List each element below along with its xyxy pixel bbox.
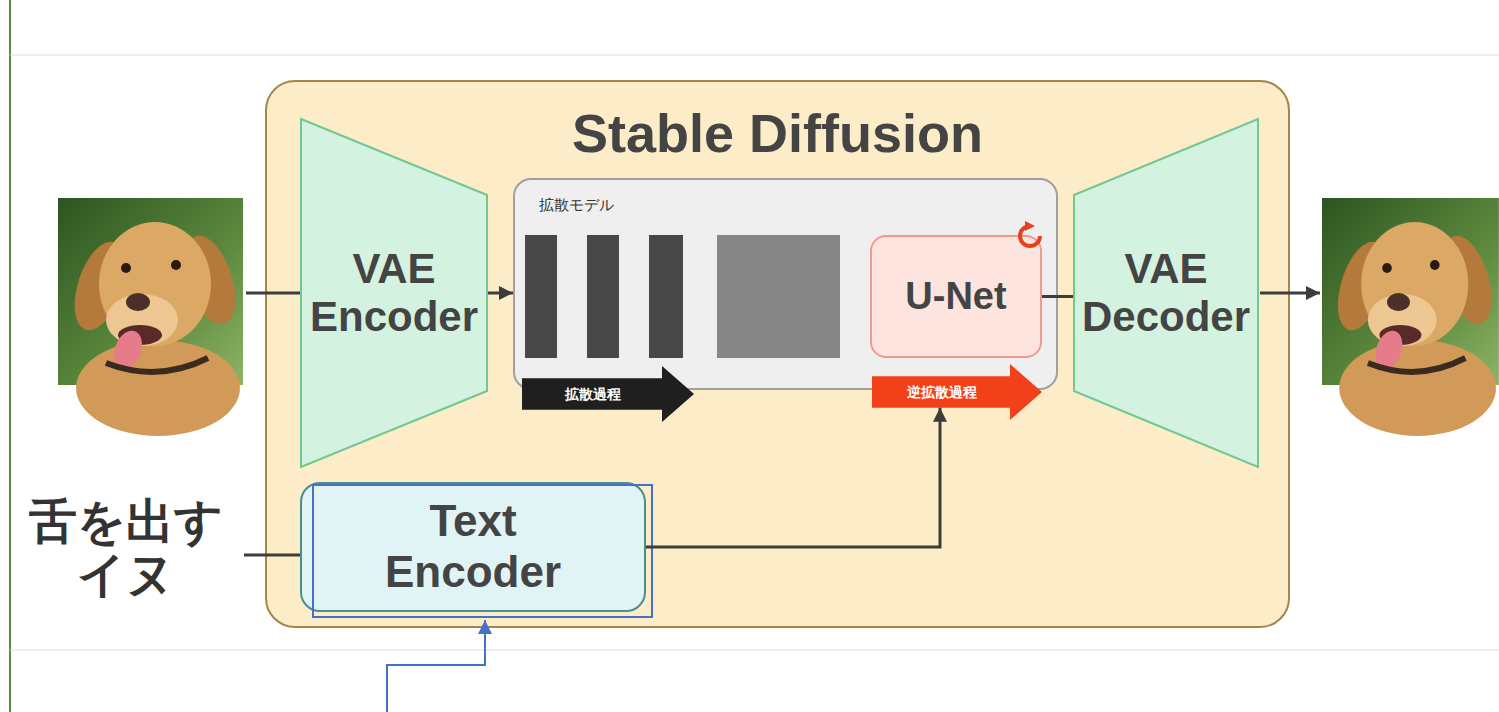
- process-arrow-shape: [872, 364, 1042, 420]
- node-text: VAE Encoder: [304, 245, 484, 342]
- page-rule: [9, 0, 11, 712]
- noise-image: [717, 235, 840, 358]
- node-text: Text Encoder: [373, 496, 573, 597]
- node-text: Stable Diffusion: [572, 102, 983, 164]
- model-box: 拡散モデル U-Net: [513, 178, 1058, 390]
- system-frame: Stable DiffusionVAE Encoder 拡散モデル U-Net 拡散過…: [265, 80, 1290, 628]
- highlight-frame: [313, 485, 652, 617]
- process-arrow-shape: [522, 366, 694, 422]
- process-arrow: 拡散過程: [522, 366, 694, 422]
- decoder-block-shape: [1074, 119, 1258, 467]
- encoder-block-shape: [301, 119, 487, 467]
- flow-connector: [1042, 295, 1073, 298]
- pointer-arrow: [387, 620, 485, 712]
- decoder-block: VAE Decoder: [1073, 118, 1259, 468]
- page-rule: [10, 55, 1499, 56]
- dog-photo: [58, 198, 245, 436]
- prompt-text: 舌を出す イヌ: [20, 496, 231, 602]
- latent-bar: [587, 235, 619, 358]
- output-arrow: [1260, 292, 1320, 295]
- flow-connector: [488, 292, 513, 295]
- flow-connector: [646, 408, 940, 547]
- encoder-block: VAE Encoder: [300, 118, 488, 468]
- page-rule: [10, 650, 1499, 651]
- dog-photo: [1322, 198, 1499, 436]
- latent-bar: [649, 235, 683, 358]
- process-arrow: 逆拡散過程: [872, 364, 1042, 420]
- loop-icon: [1020, 226, 1040, 246]
- node-text: VAE Decoder: [1076, 245, 1256, 342]
- node-text: U-Net: [905, 275, 1006, 319]
- latent-bar: [525, 235, 557, 358]
- network-box: U-Net: [870, 235, 1042, 358]
- prompt-line: [244, 554, 300, 557]
- input-line: [246, 292, 300, 295]
- noise-texture: [717, 235, 840, 358]
- node-text: 拡散モデル: [539, 196, 614, 213]
- node-text: 拡散過程: [565, 386, 621, 402]
- node-text: 逆拡散過程: [907, 384, 977, 400]
- encoder-box: Text Encoder: [300, 482, 646, 612]
